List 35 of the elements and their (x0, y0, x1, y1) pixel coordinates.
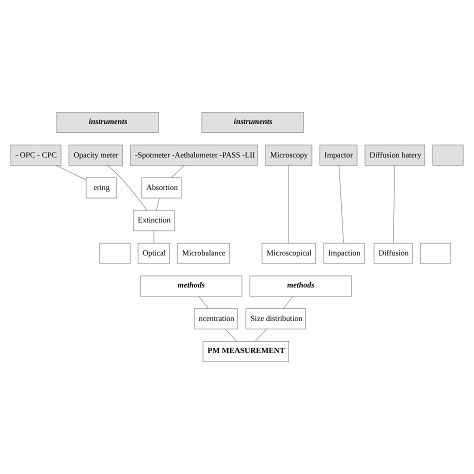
connector (393, 165, 396, 244)
node-box: PM MEASUREMENT (202, 341, 290, 362)
node-box: ering (86, 177, 117, 198)
connector (171, 165, 184, 178)
node-box: Microbalance (177, 242, 230, 264)
node-box: Absortion (141, 177, 182, 198)
node-box: Opacity meter (68, 144, 123, 166)
node-box: Extinction (133, 210, 175, 232)
connector (107, 165, 148, 211)
node-box (432, 144, 464, 166)
connector (283, 296, 294, 309)
node-box: ncentration (194, 308, 238, 330)
node-box: - OPC - CPC (10, 144, 62, 166)
connector (198, 296, 209, 309)
node-box: instruments (202, 112, 304, 133)
connector (338, 165, 344, 244)
connector (288, 165, 290, 244)
node-box: methods (140, 276, 242, 297)
node-box: Microscopy (265, 144, 312, 166)
node-box: Microscopical (262, 242, 316, 264)
node-box: instruments (56, 112, 159, 133)
connector (254, 328, 267, 342)
node-box: Impactor (320, 144, 358, 166)
node-box (420, 242, 452, 264)
connector (224, 328, 238, 342)
node-box: Impaction (324, 242, 365, 264)
connector (56, 165, 86, 180)
node-box: -Spotmeter -Aethalometer -PASS -LII (130, 144, 258, 166)
node-box: Diffusion batery (364, 144, 426, 166)
node-box: methods (250, 276, 352, 297)
node-box: Diffusion (374, 242, 413, 264)
connector (156, 198, 160, 211)
node-box: Size distribution (246, 308, 306, 330)
node-box: Optical (138, 242, 170, 264)
node-box (99, 242, 130, 264)
